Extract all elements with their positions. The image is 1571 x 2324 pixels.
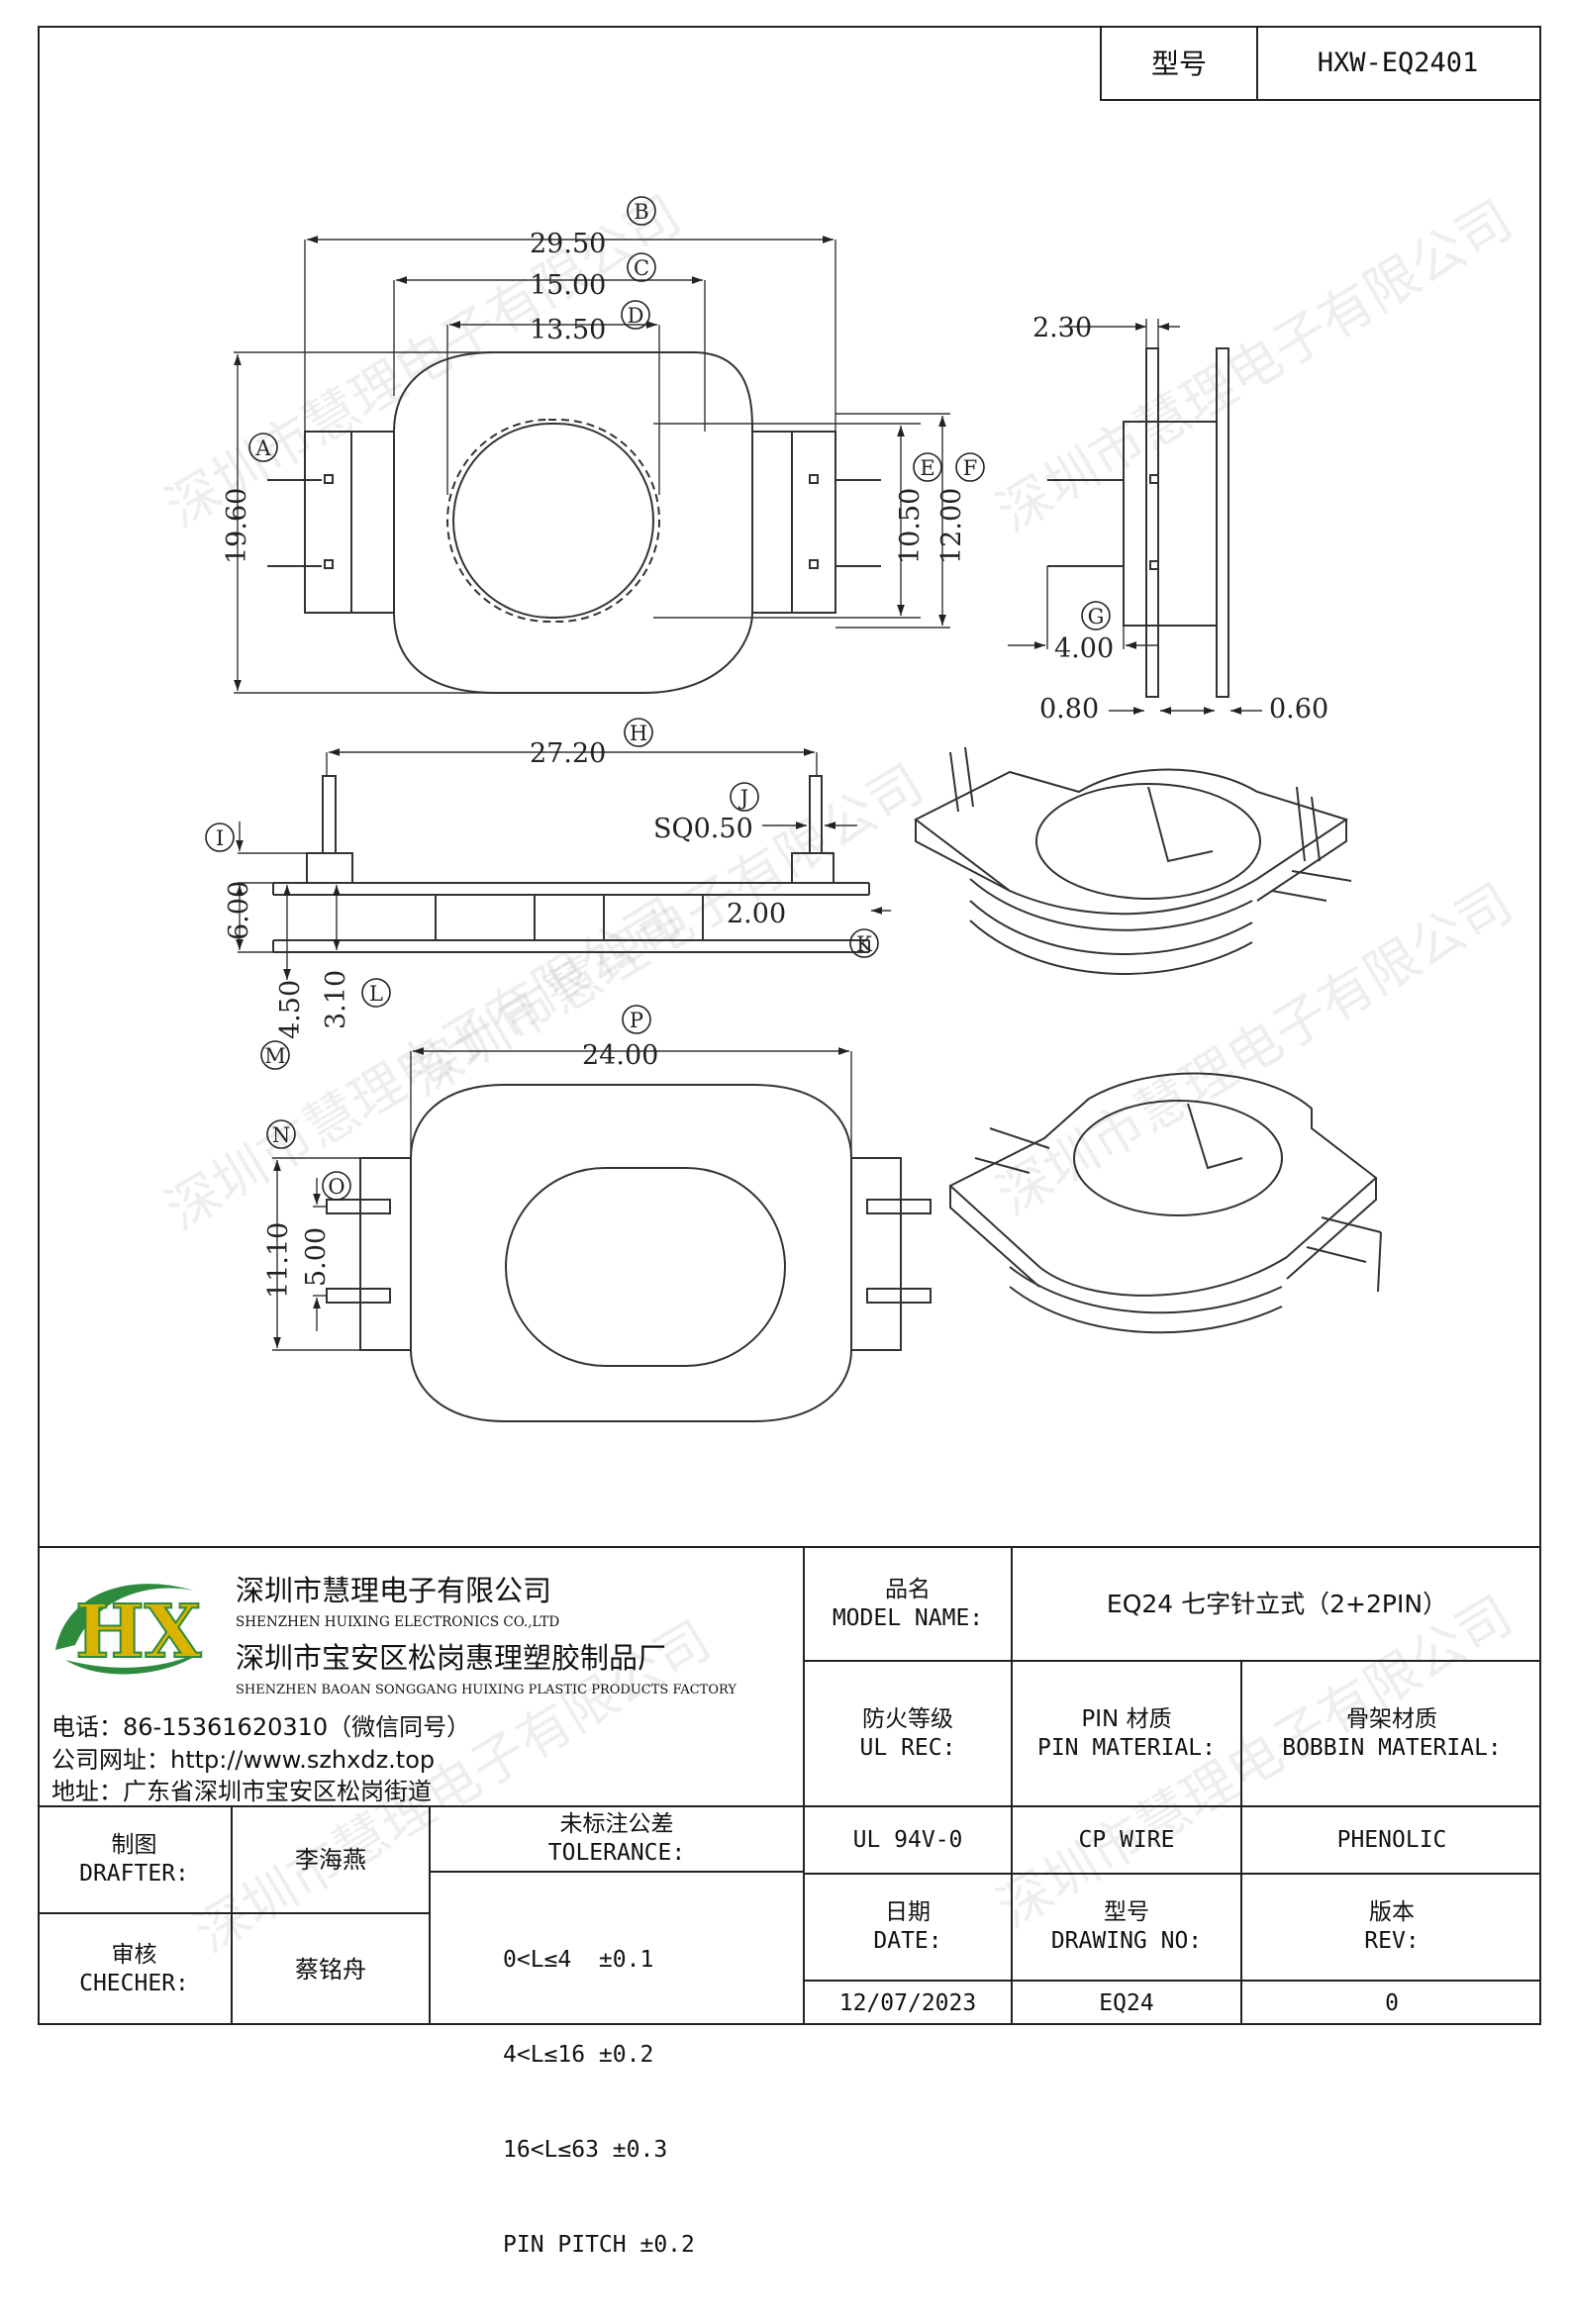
marker-e: E: [913, 452, 942, 482]
tolerance-row: PIN PITCH ±0.2: [503, 2232, 695, 2258]
dim-p-value: 24.00: [582, 1040, 658, 1071]
iso-view-top: [914, 746, 1352, 975]
company-name-cn-1: 深圳市慧理电子有限公司: [236, 1574, 552, 1607]
svg-text:K: K: [856, 932, 872, 956]
tolerance-header: 未标注公差 TOLERANCE:: [547, 1811, 686, 1866]
marker-j: J: [730, 782, 759, 812]
product-name-label: 品名 MODEL NAME:: [832, 1576, 984, 1631]
pin-material-value: CP WIRE: [1078, 1826, 1175, 1853]
bobbin-material-value: PHENOLIC: [1336, 1826, 1447, 1853]
date-value: 12/07/2023: [838, 1989, 977, 2016]
company-name-cn-2: 深圳市宝安区松岗惠理塑胶制品厂: [236, 1641, 667, 1675]
svg-text:I: I: [216, 826, 224, 850]
dim-h-value: 27.20: [530, 738, 606, 769]
svg-text:L: L: [369, 982, 383, 1006]
company-logo: HX: [55, 1584, 204, 1676]
svg-text:J: J: [738, 786, 748, 810]
tolerance-row: 4<L≤16 ±0.2: [503, 2042, 654, 2068]
top-view: [234, 236, 950, 694]
checker-name: 蔡铭舟: [295, 1956, 366, 1984]
svg-text:P: P: [630, 1009, 643, 1032]
drawing-no-value: EQ24: [1099, 1989, 1154, 2016]
svg-text:O: O: [328, 1175, 344, 1199]
svg-text:G: G: [1088, 605, 1105, 629]
dim-b-value: 29.50: [530, 229, 606, 259]
svg-text:C: C: [634, 256, 649, 280]
company-name-en-1: SHENZHEN HUIXING ELECTRONICS CO.,LTD: [236, 1614, 560, 1630]
pin-block-right: [751, 431, 836, 614]
dim-c-value: 15.00: [530, 270, 606, 301]
dim-m-value: 4.50: [275, 980, 306, 1039]
ul-value: UL 94V-0: [852, 1826, 963, 1853]
marker-m: M: [260, 1040, 290, 1070]
svg-text:F: F: [963, 456, 978, 480]
marker-d: D: [621, 300, 650, 330]
dim-a-value: 19.60: [222, 488, 252, 564]
dim-i-value: 6.00: [224, 881, 254, 940]
front-view: [236, 748, 891, 980]
tolerance-row: 0<L≤4 ±0.1: [503, 1947, 654, 1973]
marker-a: A: [248, 433, 278, 462]
svg-text:N: N: [272, 1123, 290, 1147]
svg-text:D: D: [628, 304, 644, 328]
iso-view-bottom: [948, 1072, 1382, 1334]
dim-o-value: 5.00: [301, 1227, 332, 1287]
pin-block-left: [304, 431, 395, 614]
model-value: HXW-EQ2401: [1317, 48, 1479, 79]
bobbin-material-label: 骨架材质 BOBBIN MATERIAL:: [1282, 1705, 1502, 1761]
dim-l-value: 3.10: [321, 970, 351, 1029]
dim-g-value: 4.00: [1054, 633, 1114, 664]
company-name-en-2: SHENZHEN BAOAN SONGGANG HUIXING PLASTIC …: [236, 1683, 736, 1697]
technical-drawing: 29.50 15.00 13.50 19.60 10.50 12.00 2.30…: [205, 196, 1382, 1422]
dim-f-value: 12.00: [936, 488, 967, 564]
drawing-no-label: 型号 DRAWING NO:: [1050, 1899, 1203, 1954]
dim-k-value: 2.00: [727, 899, 786, 929]
date-label: 日期 DATE:: [873, 1899, 942, 1954]
rev-value: 0: [1385, 1989, 1399, 2016]
marker-c: C: [627, 252, 656, 282]
svg-text:H: H: [630, 722, 647, 745]
company-phone: 电话：86-15361620310（微信同号）: [51, 1713, 471, 1741]
ul-label: 防火等级 UL REC:: [859, 1705, 956, 1761]
svg-text:B: B: [634, 200, 648, 224]
dim-d-value: 13.50: [530, 315, 606, 345]
dim-e-value: 10.50: [895, 488, 926, 564]
marker-o: O: [322, 1171, 351, 1201]
marker-b: B: [627, 196, 656, 226]
checker-label: 审核 CHECHER:: [79, 1942, 189, 1996]
marker-g: G: [1081, 601, 1111, 630]
rev-label: 版本 REV:: [1364, 1899, 1420, 1954]
tolerance-list: 0<L≤4 ±0.1 4<L≤16 ±0.2 16<L≤63 ±0.3 PIN …: [503, 1881, 695, 2324]
company-address: 地址：广东省深圳市宝安区松岗街道: [51, 1778, 432, 1805]
svg-text:E: E: [920, 456, 934, 480]
title-block: HX 深圳市慧理电子有限公司 SHENZHEN HUIXING ELECTRON…: [38, 1546, 1541, 2258]
marker-f: F: [955, 452, 985, 482]
marker-n: N: [266, 1119, 296, 1149]
svg-text:M: M: [264, 1044, 286, 1068]
logo-text: HX: [75, 1590, 202, 1675]
dim-side-right-value: 0.60: [1269, 694, 1328, 725]
drawing-frame: [38, 26, 1541, 2025]
model-value-cell: HXW-EQ2401: [1256, 26, 1541, 101]
svg-text:A: A: [254, 436, 271, 460]
drafter-label: 制图 DRAFTER:: [79, 1832, 189, 1887]
dim-n-value: 11.10: [263, 1222, 294, 1299]
dim-side-left-value: 0.80: [1039, 694, 1099, 725]
dim-j-value: SQ0.50: [653, 814, 753, 844]
dim-side-top-value: 2.30: [1032, 313, 1092, 343]
company-website: 公司网址：http://www.szhxdz.top: [51, 1746, 436, 1774]
tolerance-row: 16<L≤63 ±0.3: [503, 2137, 668, 2163]
marker-h: H: [624, 718, 653, 747]
marker-p: P: [622, 1005, 651, 1034]
pin-material-label: PIN 材质 PIN MATERIAL:: [1036, 1705, 1216, 1761]
drafter-name: 李海燕: [295, 1846, 366, 1874]
model-label-cell: 型号: [1100, 26, 1258, 101]
marker-l: L: [361, 978, 391, 1008]
model-label: 型号: [1150, 47, 1207, 80]
marker-i: I: [205, 823, 235, 852]
marker-k: K: [849, 928, 879, 958]
product-name-value: EQ24 七字针立式（2+2PIN）: [1106, 1589, 1448, 1618]
side-view: [1008, 319, 1262, 715]
bottom-view: [272, 1047, 932, 1422]
